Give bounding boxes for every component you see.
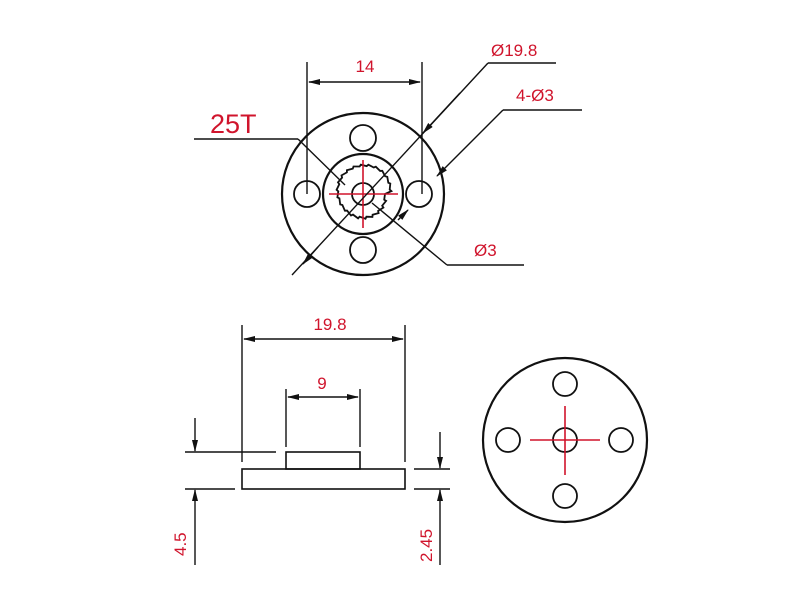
dim-arrow-diameter-top <box>422 92 461 134</box>
hub-outline <box>321 152 405 236</box>
bottom-mount-hole-right <box>608 427 634 453</box>
flange-outline <box>280 111 446 277</box>
center-bore-label: Ø3 <box>474 241 497 260</box>
flange-width-label: 19.8 <box>313 315 346 334</box>
dim-arrow-hole-inner <box>397 209 409 221</box>
mount-hole-top <box>349 124 377 152</box>
bottom-mount-hole-left <box>495 427 521 453</box>
outer-diameter-label: Ø19.8 <box>491 41 537 60</box>
flange-profile <box>241 468 406 490</box>
mount-holes-label: 4-Ø3 <box>516 86 554 105</box>
bottom-mount-hole-bottom <box>552 483 578 509</box>
hub-profile <box>285 451 361 470</box>
flange-thickness-label: 2.45 <box>417 529 436 562</box>
leader-holes <box>436 109 504 177</box>
hub-width-label: 9 <box>317 374 326 393</box>
dim-hole-spacing-label: 14 <box>356 57 375 76</box>
leader-25t <box>297 138 346 186</box>
total-height-label: 4.5 <box>171 532 190 556</box>
dim-arrow-diameter-bottom <box>302 246 319 265</box>
mount-hole-bottom <box>349 236 377 264</box>
top-view: 14 25T Ø19.8 4-Ø3 Ø3 <box>194 41 582 277</box>
leader-bore <box>371 202 448 266</box>
mount-hole-right <box>405 180 433 208</box>
bottom-mount-hole-top <box>552 371 578 397</box>
spline-gear-icon <box>335 163 394 220</box>
side-view: 19.8 9 4.5 2.45 <box>171 315 450 565</box>
teeth-count-label: 25T <box>210 109 257 139</box>
bottom-flange-outline <box>481 356 649 524</box>
bottom-view <box>481 356 649 524</box>
